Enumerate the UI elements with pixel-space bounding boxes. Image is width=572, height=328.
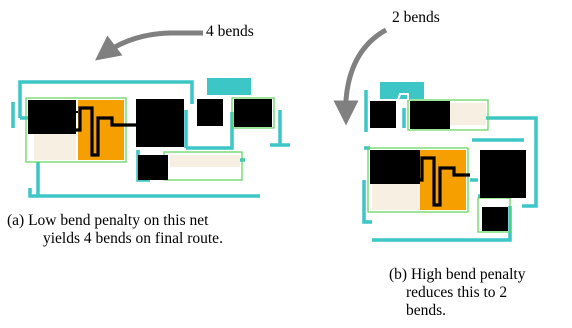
right-caption-line3: bends. — [406, 302, 447, 319]
left-black-block-e — [138, 155, 168, 180]
left-bends-label: 4 bends — [206, 23, 254, 40]
right-bends-label: 2 bends — [392, 9, 440, 26]
right-big-cell-outline — [367, 147, 469, 213]
right-orange-block — [420, 150, 466, 210]
right-cyan-block — [380, 82, 424, 99]
right-black-block-a — [370, 101, 396, 128]
right-black-block-b — [410, 101, 450, 129]
left-wire-corner — [28, 188, 38, 198]
left-annotation-arrow — [95, 30, 203, 61]
right-caption-line1: (b) High bend penalty — [389, 266, 526, 283]
right-light-block — [372, 184, 420, 210]
left-wire-top — [18, 80, 194, 118]
left-black-block-d — [234, 99, 272, 127]
right-light-block-top — [450, 103, 486, 125]
right-annotation-arrow — [333, 27, 388, 126]
left-big-cell-outline — [25, 97, 127, 163]
right-wire-right — [446, 116, 538, 208]
left-light-strip — [170, 155, 240, 167]
right-caption-line2: reduces this to 2 — [406, 284, 508, 301]
left-caption-line2: yields 4 bends on final route. — [43, 230, 223, 247]
right-serpentine-net — [408, 156, 470, 207]
left-serpentine-net — [68, 106, 138, 157]
left-black-block-b — [136, 99, 184, 147]
right-wire-left — [362, 180, 372, 224]
right-black-block-c — [370, 150, 420, 184]
right-black-block-e — [482, 207, 508, 231]
left-black-block-c — [197, 99, 223, 126]
left-cyan-block — [207, 78, 251, 95]
left-light-block — [34, 134, 76, 160]
right-top-cell-outline — [407, 99, 489, 131]
left-right-cell-outline — [231, 97, 275, 129]
left-black-block-a — [28, 100, 76, 134]
left-orange-block — [78, 100, 124, 160]
left-caption-line1: (a) Low bend penalty on this net — [7, 212, 209, 229]
right-black-block-d — [480, 150, 526, 198]
right-panel-diagram — [362, 82, 538, 242]
left-panel-diagram — [11, 78, 290, 198]
right-notch — [397, 93, 409, 101]
